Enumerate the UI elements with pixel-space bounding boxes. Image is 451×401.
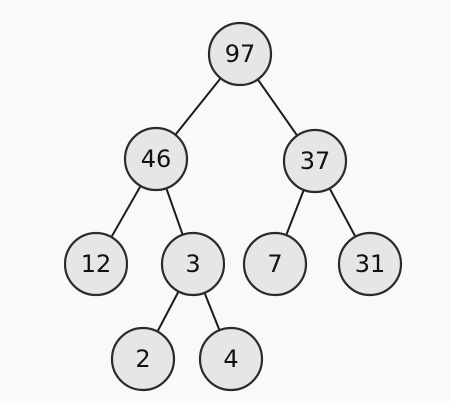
node-circle	[63, 231, 129, 297]
tree-node: 31	[337, 231, 403, 297]
tree-edges	[95, 53, 371, 360]
node-label: 31	[355, 250, 386, 278]
tree-node: 12	[63, 231, 129, 297]
node-label: 7	[267, 250, 282, 278]
node-label: 97	[225, 40, 256, 68]
tree-node: 37	[282, 128, 348, 194]
node-label: 2	[135, 345, 150, 373]
node-label: 46	[141, 145, 172, 173]
tree-node: 97	[207, 21, 273, 87]
node-circle	[337, 231, 403, 297]
node-circle	[160, 231, 226, 297]
node-circle	[207, 21, 273, 87]
tree-node: 3	[160, 231, 226, 297]
node-circle	[123, 126, 189, 192]
tree-node: 4	[198, 326, 264, 392]
node-label: 37	[300, 147, 331, 175]
node-circle	[242, 231, 308, 297]
tree-node: 46	[123, 126, 189, 192]
tree-nodes: 97 46 37 12 3 7 31 2	[63, 21, 403, 392]
node-circle	[198, 326, 264, 392]
tree-node: 7	[242, 231, 308, 297]
node-label: 12	[81, 250, 112, 278]
node-label: 4	[223, 345, 238, 373]
node-label: 3	[185, 250, 200, 278]
node-circle	[110, 326, 176, 392]
node-circle	[282, 128, 348, 194]
tree-node: 2	[110, 326, 176, 392]
